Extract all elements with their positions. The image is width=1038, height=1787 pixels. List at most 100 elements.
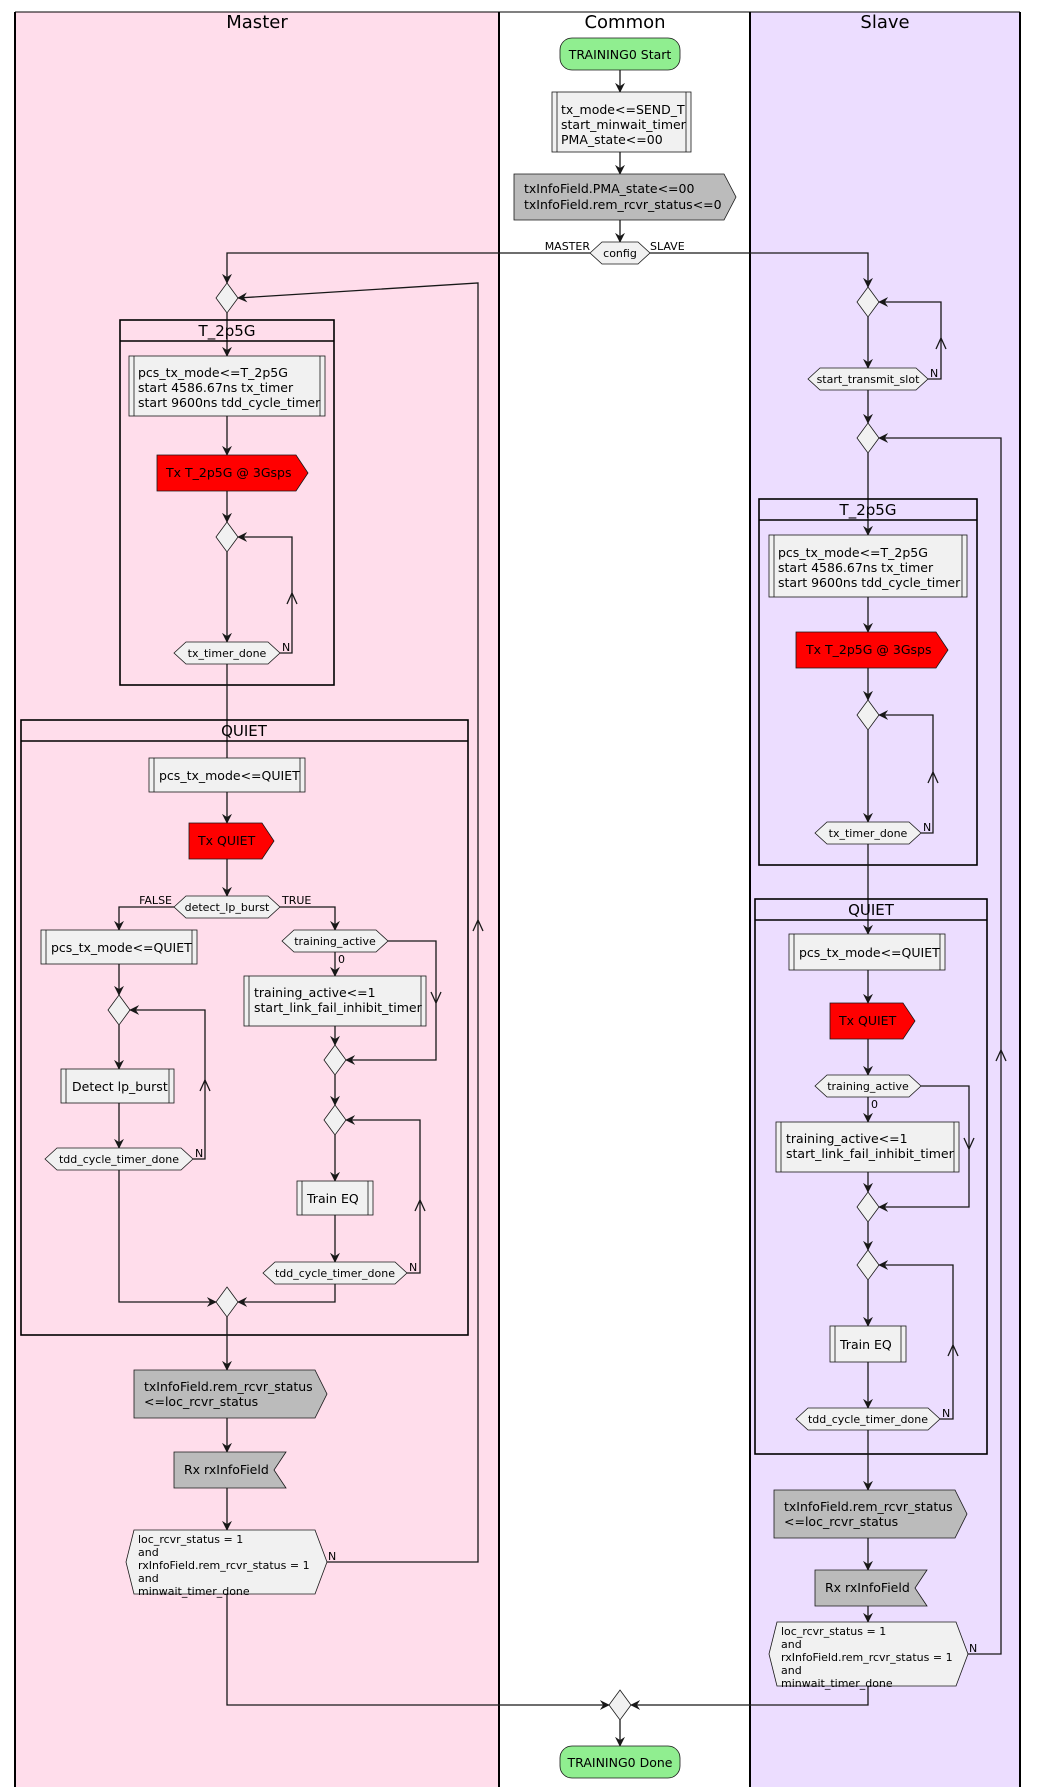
flow-skip-mid-arrow bbox=[963, 1137, 975, 1150]
slave-tx-t2p5g-signal bbox=[795, 631, 949, 669]
no-label: N bbox=[195, 1147, 203, 1160]
init-line: PMA_state<=00 bbox=[561, 132, 663, 147]
master-quiet-group bbox=[20, 719, 469, 1336]
flow-to-final-join bbox=[226, 1594, 610, 1710]
slave-tdd-label: tdd_cycle_timer_done bbox=[808, 1413, 928, 1426]
slave-send-status-signal bbox=[773, 1489, 968, 1539]
master-final-line: loc_rcvr_status = 1 bbox=[138, 1533, 243, 1546]
master-training-line: start_link_fail_inhibit_timer bbox=[254, 1000, 423, 1015]
master-train-procedure bbox=[296, 1180, 374, 1216]
master-train-label: Train EQ bbox=[306, 1191, 359, 1206]
slave-training-procedure bbox=[775, 1121, 960, 1173]
master-send-status-signal bbox=[133, 1369, 328, 1419]
slave-receive-signal bbox=[814, 1569, 928, 1607]
no-label: N bbox=[409, 1261, 417, 1274]
slave-transmit-slot-label: start_transmit_slot bbox=[817, 373, 921, 386]
config-slave-label: SLAVE bbox=[650, 240, 685, 253]
master-quiet-title: QUIET bbox=[221, 722, 268, 740]
master-final-line: and bbox=[138, 1572, 159, 1585]
master-tx-t2p5g-signal bbox=[156, 454, 309, 492]
slave-final-line: minwait_timer_done bbox=[781, 1677, 893, 1690]
loop-mid-arrow bbox=[935, 337, 947, 350]
master-send-status-line: txInfoField.rem_rcvr_status bbox=[144, 1379, 313, 1394]
slave-quiet-label: pcs_tx_mode<=QUIET bbox=[799, 945, 940, 960]
master-send-status-line: <=loc_rcvr_status bbox=[144, 1394, 258, 1409]
init-line: start_minwait_timer bbox=[561, 117, 687, 132]
no-label: N bbox=[969, 1642, 977, 1655]
master-tx-timer-label: tx_timer_done bbox=[188, 647, 267, 660]
master-receive-signal bbox=[173, 1451, 287, 1489]
config-master-label: MASTER bbox=[545, 240, 591, 253]
send-line: txInfoField.PMA_state<=00 bbox=[524, 181, 694, 196]
slave-t2p5g-line: start 4586.67ns tx_timer bbox=[778, 560, 934, 575]
start-label: TRAINING0 Start bbox=[568, 47, 672, 62]
slave-receive-label: Rx rxInfoField bbox=[825, 1580, 910, 1595]
common-lane-bg bbox=[500, 12, 750, 1787]
no-label: N bbox=[923, 821, 931, 834]
slave-training-label: training_active bbox=[827, 1080, 909, 1093]
master-final-line: minwait_timer_done bbox=[138, 1585, 250, 1598]
end-node bbox=[559, 1745, 681, 1779]
master-training-procedure bbox=[243, 975, 427, 1027]
slave-tx-quiet-label: Tx QUIET bbox=[838, 1013, 897, 1028]
master-false-procedure-label: pcs_tx_mode<=QUIET bbox=[51, 940, 192, 955]
slave-quiet-group bbox=[754, 898, 988, 1455]
master-quiet-label: pcs_tx_mode<=QUIET bbox=[159, 768, 300, 783]
flow-skip bbox=[345, 940, 437, 1065]
slave-t2p5g-title: T_2p5G bbox=[839, 501, 897, 520]
master-final-line: rxInfoField.rem_rcvr_status = 1 bbox=[138, 1559, 310, 1572]
slave-final-line: loc_rcvr_status = 1 bbox=[781, 1625, 886, 1638]
slave-final-line: and bbox=[781, 1638, 802, 1651]
true-label: TRUE bbox=[281, 894, 311, 907]
slave-quiet-procedure bbox=[788, 933, 946, 971]
no-label: N bbox=[282, 641, 290, 654]
slave-send-status-line: <=loc_rcvr_status bbox=[784, 1514, 898, 1529]
loop-back bbox=[237, 532, 293, 654]
loop-mid-arrow bbox=[995, 1049, 1007, 1062]
no-label: N bbox=[942, 1407, 950, 1420]
no-label: N bbox=[328, 1550, 336, 1563]
master-quiet-procedure bbox=[148, 757, 306, 793]
master-receive-label: Rx rxInfoField bbox=[184, 1462, 269, 1477]
flow-to-join bbox=[118, 1170, 217, 1307]
lane-title-common: Common bbox=[584, 12, 665, 33]
slave-quiet-title: QUIET bbox=[848, 901, 895, 919]
loop-mid-arrow bbox=[472, 919, 484, 932]
slave-t2p5g-line: pcs_tx_mode<=T_2p5G bbox=[778, 545, 928, 560]
loop-mid-arrow bbox=[927, 771, 939, 784]
zero-label: 0 bbox=[338, 953, 345, 966]
master-detect-procedure bbox=[60, 1068, 175, 1104]
master-final-line: and bbox=[138, 1546, 159, 1559]
loop-back bbox=[878, 710, 934, 834]
master-main-loop bbox=[237, 282, 479, 1563]
loop-mid-arrow bbox=[286, 592, 298, 605]
lane-title-slave: Slave bbox=[860, 12, 909, 33]
init-line: tx_mode<=SEND_T bbox=[561, 102, 685, 117]
no-label: N bbox=[930, 367, 938, 380]
master-t2p5g-procedure bbox=[128, 355, 326, 417]
slave-main-loop bbox=[878, 433, 1002, 1655]
loop-mid-arrow bbox=[199, 1079, 211, 1092]
loop-mid-arrow bbox=[414, 1199, 426, 1212]
flow-true bbox=[280, 906, 340, 931]
send-signal-init bbox=[513, 173, 737, 221]
send-line: txInfoField.rem_rcvr_status<=0 bbox=[524, 197, 722, 212]
slave-final-line: rxInfoField.rem_rcvr_status = 1 bbox=[781, 1651, 953, 1664]
master-t2p5g-line: pcs_tx_mode<=T_2p5G bbox=[138, 365, 288, 380]
flow-false bbox=[114, 906, 174, 931]
false-label: FALSE bbox=[139, 894, 172, 907]
slave-t2p5g-procedure bbox=[768, 534, 968, 598]
master-t2p5g-line: start 4586.67ns tx_timer bbox=[138, 380, 294, 395]
master-false-procedure bbox=[40, 929, 198, 965]
master-training-line: training_active<=1 bbox=[254, 985, 376, 1000]
slave-tx-quiet-signal bbox=[829, 1002, 916, 1040]
flow-to-join bbox=[237, 1284, 336, 1307]
slave-training-line: training_active<=1 bbox=[786, 1131, 908, 1146]
flow-skip-mid-arrow bbox=[430, 991, 442, 1004]
init-procedure bbox=[551, 91, 692, 153]
loop-back bbox=[878, 1260, 954, 1420]
loop-mid-arrow bbox=[947, 1344, 959, 1357]
loop-back bbox=[345, 1115, 421, 1274]
master-tx-quiet-label: Tx QUIET bbox=[197, 833, 256, 848]
